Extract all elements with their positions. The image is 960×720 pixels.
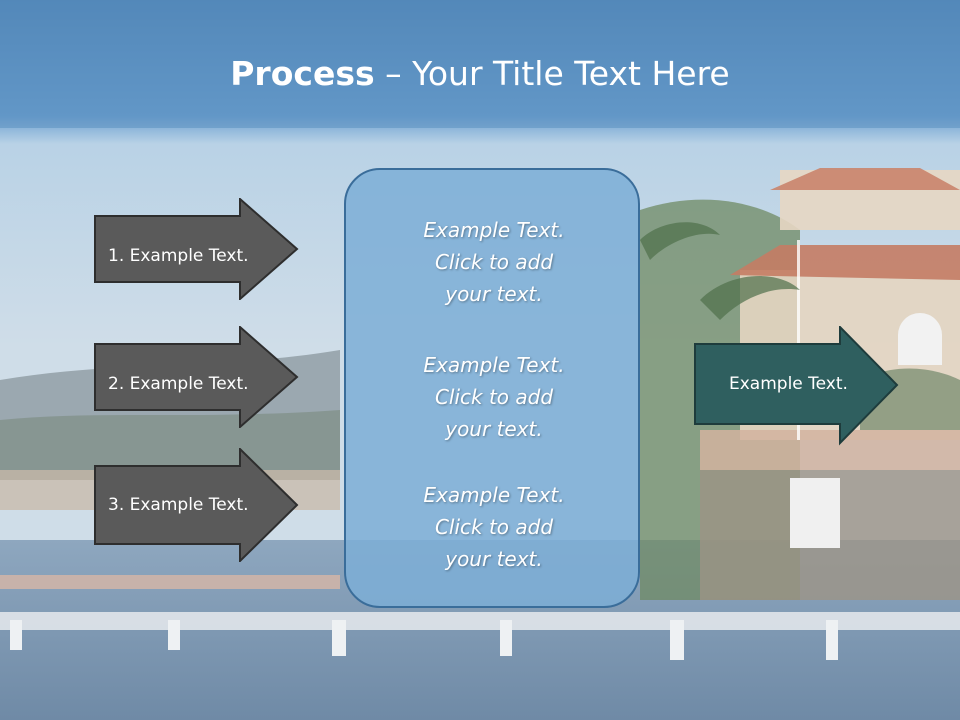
- center-line: your text.: [445, 417, 543, 441]
- arrow-shape-2[interactable]: [94, 326, 300, 428]
- arrow-shape-right[interactable]: [694, 326, 900, 446]
- arrow-shape-3[interactable]: [94, 448, 300, 562]
- arrow-label-right: Example Text.: [729, 374, 848, 394]
- center-line: Click to add: [434, 385, 554, 409]
- center-line: Click to add: [434, 515, 554, 539]
- arrow-label-2: 2. Example Text.: [108, 374, 249, 394]
- center-line: Example Text.: [423, 353, 565, 377]
- center-line: Click to add: [434, 250, 554, 274]
- center-line: your text.: [445, 282, 543, 306]
- center-paragraph-3: Example Text. Click to add your text.: [346, 479, 642, 575]
- center-line: Example Text.: [423, 483, 565, 507]
- slide-title: Process – Your Title Text Here: [0, 50, 960, 98]
- arrow-shape-1[interactable]: [94, 198, 300, 300]
- center-line: Example Text.: [423, 218, 565, 242]
- title-rest: – Your Title Text Here: [374, 54, 730, 93]
- center-text-box[interactable]: Example Text. Click to add your text. Ex…: [344, 168, 640, 608]
- center-paragraph-2: Example Text. Click to add your text.: [346, 349, 642, 445]
- arrow-label-1: 1. Example Text.: [108, 246, 249, 266]
- title-bold: Process: [230, 54, 375, 93]
- center-paragraph-1: Example Text. Click to add your text.: [346, 214, 642, 310]
- arrow-label-3: 3. Example Text.: [108, 495, 249, 515]
- center-line: your text.: [445, 547, 543, 571]
